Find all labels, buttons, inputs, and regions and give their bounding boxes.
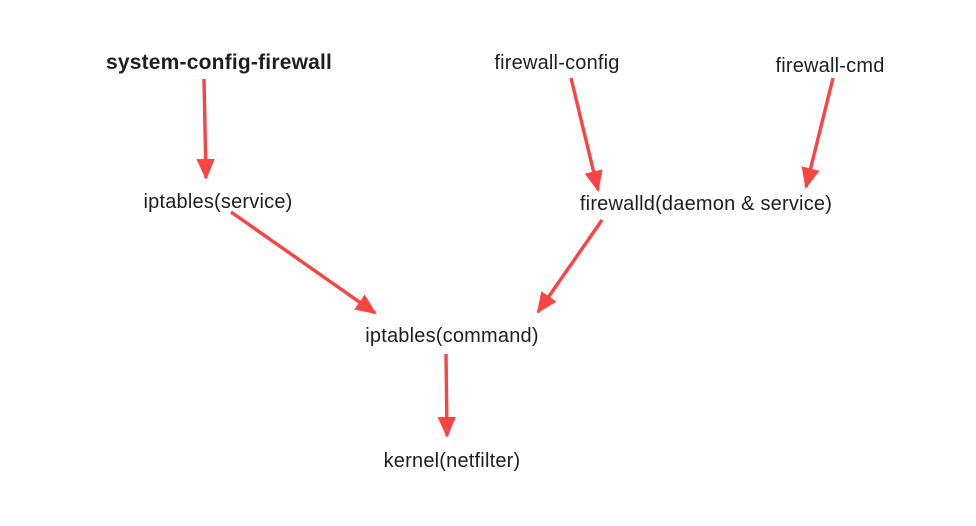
node-firewalld-daemon-service: firewalld(daemon & service)	[579, 193, 833, 215]
arrow-system-config-firewall-to-iptables-service	[196, 78, 215, 181]
node-kernel-netfilter: kernel(netfilter)	[383, 450, 521, 472]
arrow-firewall-cmd-to-firewalld	[801, 77, 835, 189]
node-iptables-command: iptables(command)	[365, 325, 539, 347]
arrow-firewall-config-to-firewalld	[569, 77, 603, 192]
arrow-iptables-service-to-iptables-command	[230, 210, 377, 315]
node-system-config-firewall: system-config-firewall	[105, 51, 333, 74]
arrow-iptables-command-to-kernel-netfilter	[437, 353, 456, 439]
arrow-firewalld-to-iptables-command	[536, 219, 604, 314]
node-firewall-config: firewall-config	[494, 52, 620, 74]
node-firewall-cmd: firewall-cmd	[775, 55, 885, 77]
node-iptables-service: iptables(service)	[143, 191, 293, 213]
